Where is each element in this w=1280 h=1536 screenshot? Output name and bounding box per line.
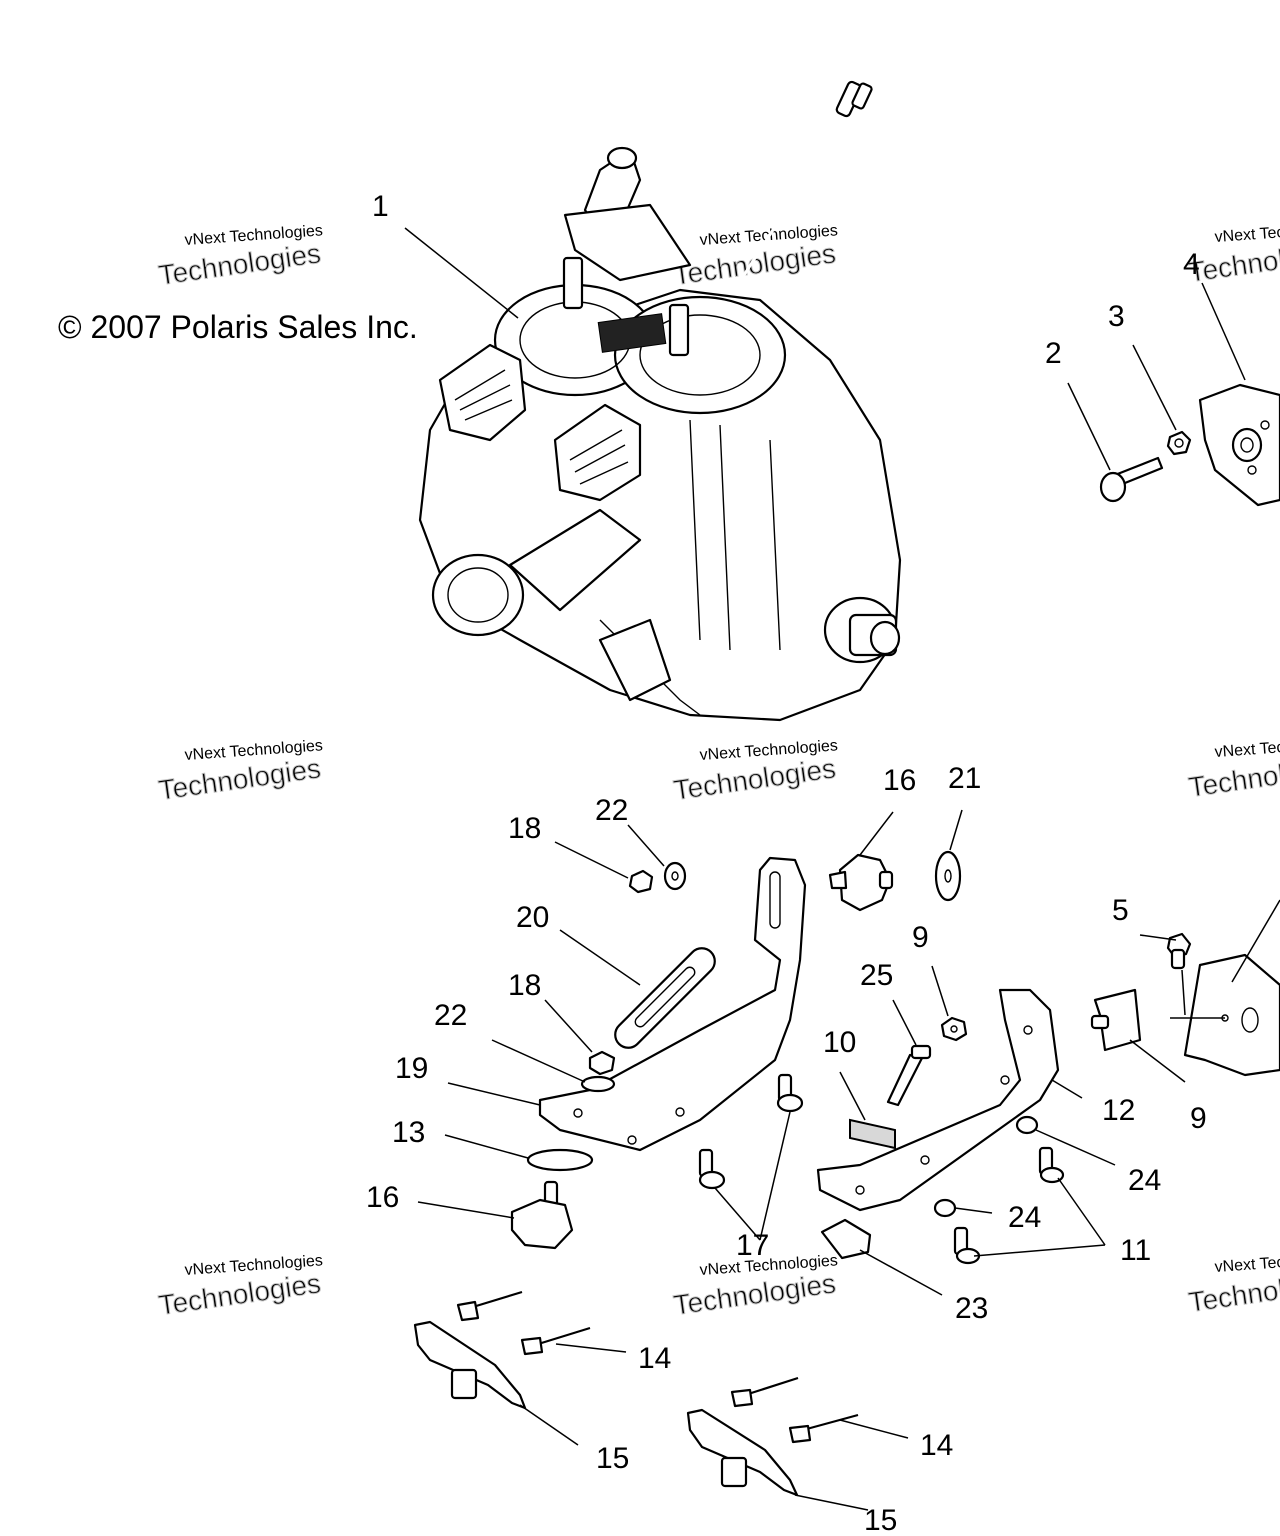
- callout-2: 2: [1045, 337, 1062, 370]
- spacer-part-10[interactable]: [849, 1118, 896, 1150]
- washer-part-24-upper[interactable]: [1015, 1115, 1039, 1135]
- nut-part-18-upper[interactable]: [628, 869, 654, 894]
- callout-19: 19: [395, 1052, 428, 1085]
- bracket-part-4[interactable]: [1198, 383, 1280, 507]
- watermark: vNext Technologies Technologies: [671, 737, 838, 806]
- watermark-text: Technologies: [157, 237, 323, 290]
- engine-assembly[interactable]: [418, 80, 902, 722]
- pad-part-23[interactable]: [820, 1218, 872, 1260]
- watermark-text: Technologies: [157, 752, 323, 805]
- callout-15-lower: 15: [864, 1504, 897, 1536]
- callout-23: 23: [955, 1292, 988, 1325]
- callout-16-upper: 16: [883, 764, 916, 797]
- watermark: vNext Technologies Technologies: [156, 222, 323, 291]
- callout-1: 1: [372, 190, 389, 223]
- watermark: vNext Technologies Technologies: [156, 1252, 323, 1321]
- callout-9-nut: 9: [912, 921, 929, 954]
- nut-part-18-lower[interactable]: [588, 1050, 616, 1076]
- watermark: vNext Technologies Technologies: [671, 1252, 838, 1321]
- bolt-part-17[interactable]: [698, 1148, 726, 1190]
- callout-18-upper: 18: [508, 812, 541, 845]
- watermark-text: Technologies: [672, 1267, 838, 1320]
- washer-part-22-lower[interactable]: [580, 1075, 616, 1093]
- callout-22-upper: 22: [595, 794, 628, 827]
- watermark: vNext Technologies Technologies: [1186, 219, 1280, 288]
- mount-block-part-9[interactable]: [1090, 988, 1142, 1052]
- rivet-part-14[interactable]: [456, 1290, 523, 1322]
- callout-11: 11: [1120, 1234, 1151, 1267]
- callout-13: 13: [392, 1116, 425, 1149]
- watermark: vNext Technologies Technologies: [1186, 1249, 1280, 1318]
- leader-lines: [404, 227, 1280, 1511]
- callout-24-lower: 24: [1008, 1201, 1041, 1234]
- copyright-notice: © 2007 Polaris Sales Inc.: [58, 309, 418, 345]
- rear-bracket-part-12[interactable]: [816, 988, 1060, 1212]
- bolt-part-11[interactable]: [953, 1226, 981, 1265]
- callout-20: 20: [516, 901, 549, 934]
- front-bracket-part-20[interactable]: [538, 856, 807, 1152]
- nut-part-9[interactable]: [940, 1016, 968, 1042]
- washer-part-21[interactable]: [934, 850, 962, 902]
- washer-part-24-lower[interactable]: [933, 1198, 957, 1218]
- bolt-part-25[interactable]: [886, 1044, 932, 1107]
- bolt-part-11[interactable]: [1038, 1146, 1065, 1184]
- callout-9-block: 9: [1190, 1102, 1207, 1135]
- washer-part-22-upper[interactable]: [663, 861, 687, 891]
- bolt-part-2[interactable]: [1099, 456, 1164, 503]
- callout-12: 12: [1102, 1094, 1135, 1127]
- watermark-text: Technologies: [672, 237, 838, 290]
- watermark: vNext Technologies Technologies: [1186, 734, 1280, 803]
- callout-17: 17: [736, 1229, 769, 1262]
- callout-labels: 1 2 3 4 5 9 9 10 11 12 13 14 14 15 15 16…: [366, 190, 1207, 1536]
- watermark-text: vNext Technologies: [1214, 219, 1280, 246]
- callout-24-upper: 24: [1128, 1164, 1161, 1197]
- callout-25: 25: [860, 959, 893, 992]
- nut-part-3[interactable]: [1166, 430, 1192, 456]
- isolator-part-16-lower[interactable]: [510, 1180, 574, 1250]
- callout-21: 21: [948, 762, 981, 795]
- callout-3: 3: [1108, 300, 1125, 333]
- rivet-part-14[interactable]: [788, 1413, 859, 1444]
- callout-10: 10: [823, 1026, 856, 1059]
- bracket-part-15-upper[interactable]: [413, 1320, 527, 1410]
- watermark-text: Technologies: [157, 1267, 323, 1320]
- callout-16-lower: 16: [366, 1181, 399, 1214]
- watermark-text: vNext Technologies: [1214, 1249, 1280, 1276]
- washer-part-13[interactable]: [526, 1148, 594, 1172]
- callout-14-upper: 14: [638, 1342, 671, 1375]
- callout-5: 5: [1112, 894, 1129, 927]
- rivet-part-14[interactable]: [520, 1326, 591, 1356]
- watermark: vNext Technologies Technologies: [156, 737, 323, 806]
- watermark-text: Technologies: [672, 752, 838, 805]
- bracket-part-15-lower[interactable]: [686, 1408, 799, 1497]
- isolator-part-16-upper[interactable]: [828, 853, 894, 912]
- rivet-part-14[interactable]: [730, 1376, 799, 1408]
- callout-22-lower: 22: [434, 999, 467, 1032]
- callout-4: 4: [1183, 248, 1200, 281]
- bolt-part-17[interactable]: [776, 1073, 804, 1113]
- right-bracket[interactable]: [1183, 953, 1280, 1077]
- watermark-text: vNext Technologies: [1214, 734, 1280, 761]
- callout-18-lower: 18: [508, 969, 541, 1002]
- callout-15-upper: 15: [596, 1442, 629, 1475]
- callout-14-lower: 14: [920, 1429, 953, 1462]
